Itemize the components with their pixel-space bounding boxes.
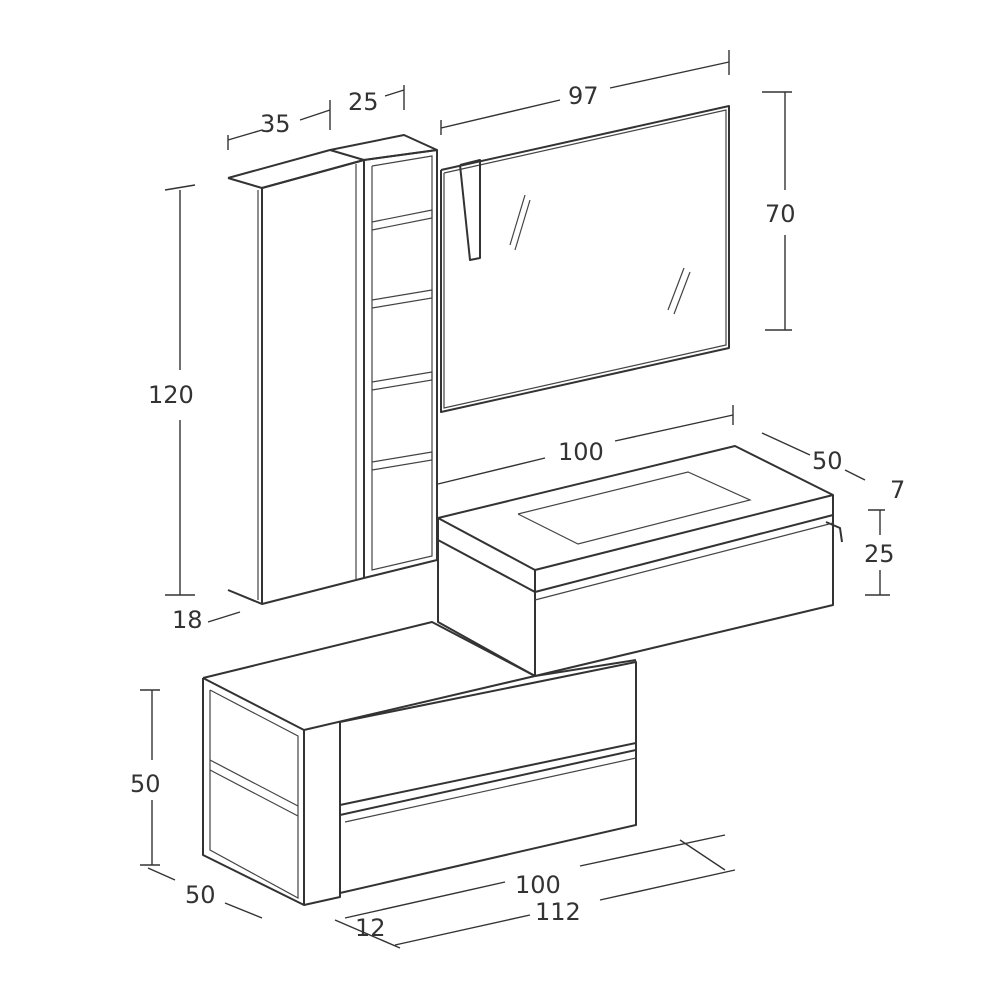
vanity-drawer-edge (534, 515, 834, 677)
tall-cabinet-edge (227, 149, 365, 189)
dim-side-shelf-width: 12 (355, 914, 386, 942)
dimension-line (207, 611, 241, 623)
dimension-line (440, 99, 561, 129)
dimension-line (227, 129, 263, 141)
base-unit-edge (209, 769, 299, 817)
dim-base-depth: 50 (185, 881, 216, 909)
base-unit-edge (344, 757, 637, 823)
open-shelf-column (329, 134, 438, 579)
open-shelf-column-edge (371, 371, 433, 391)
dimension-line (599, 869, 736, 901)
dimension-line (334, 919, 401, 949)
mirror-edge (443, 109, 727, 409)
mirror (440, 105, 730, 413)
base-unit-edge (534, 659, 637, 677)
dimension-line (614, 414, 734, 442)
dim-tall-cabinet-depth: 18 (172, 606, 203, 634)
vanity-drawer-edge (534, 522, 834, 601)
dim-tall-cabinet-height: 120 (148, 381, 194, 409)
open-shelf-column-edge (371, 451, 433, 471)
dimension-line (761, 432, 811, 456)
open-shelf-column-edge (329, 134, 438, 161)
base-unit-edge (339, 749, 637, 816)
dimension-line (844, 469, 866, 481)
dimension-line (609, 61, 730, 89)
dimension-lines (140, 50, 890, 949)
mirror-edge (509, 194, 526, 246)
base-unit (202, 621, 637, 906)
open-shelf-column-edge (363, 149, 438, 579)
dimension-line (299, 109, 331, 121)
dim-tall-cabinet-width: 35 (260, 110, 291, 138)
dimension-line (164, 184, 196, 191)
mirror-edge (673, 271, 691, 315)
open-shelf-column-edge (371, 155, 433, 571)
dimension-line (147, 867, 176, 881)
open-shelf-column-edge (371, 289, 433, 309)
dim-vanity-depth: 50 (812, 447, 843, 475)
dim-mirror-width: 97 (568, 82, 599, 110)
dimension-line (437, 457, 546, 485)
dimension-line (344, 881, 506, 919)
base-unit-edge (202, 678, 305, 906)
mirror-edge (440, 105, 730, 413)
vanity-drawer (437, 515, 834, 677)
furniture-parts (202, 105, 843, 906)
base-unit-edge (303, 722, 341, 906)
dimension-line (579, 834, 726, 867)
base-unit-edge (209, 689, 299, 900)
mirror-edge (459, 159, 481, 261)
dimension-line (394, 914, 531, 946)
dim-vanity-height: 25 (864, 540, 895, 568)
dim-base-drawers-width: 100 (515, 871, 561, 899)
dim-open-shelf-width: 25 (348, 88, 379, 116)
dimension-line (679, 839, 726, 871)
tall-cabinet (227, 149, 365, 605)
base-unit-edge (202, 621, 536, 731)
dim-top-thickness: 7 (890, 476, 905, 504)
base-unit-edge (339, 742, 637, 806)
mirror-edge (667, 267, 685, 311)
vanity-top-edge (437, 518, 536, 593)
tall-cabinet-edge (261, 159, 365, 605)
vanity-top (437, 445, 843, 593)
base-unit-edge (209, 759, 299, 807)
dim-vanity-width: 100 (558, 438, 604, 466)
vanity-drawer-edge (437, 540, 536, 677)
vanity-top-edge (437, 445, 834, 571)
open-shelf-column-edge (371, 209, 433, 231)
dim-mirror-height: 70 (765, 200, 796, 228)
vanity-top-edge (517, 471, 752, 545)
base-unit-edge (339, 661, 637, 894)
dim-base-height: 50 (130, 770, 161, 798)
tall-cabinet-edge (227, 177, 263, 605)
dimension-line (384, 89, 405, 97)
dimension-line (224, 902, 263, 919)
mirror-edge (514, 199, 531, 251)
dim-total-width: 112 (535, 898, 581, 926)
